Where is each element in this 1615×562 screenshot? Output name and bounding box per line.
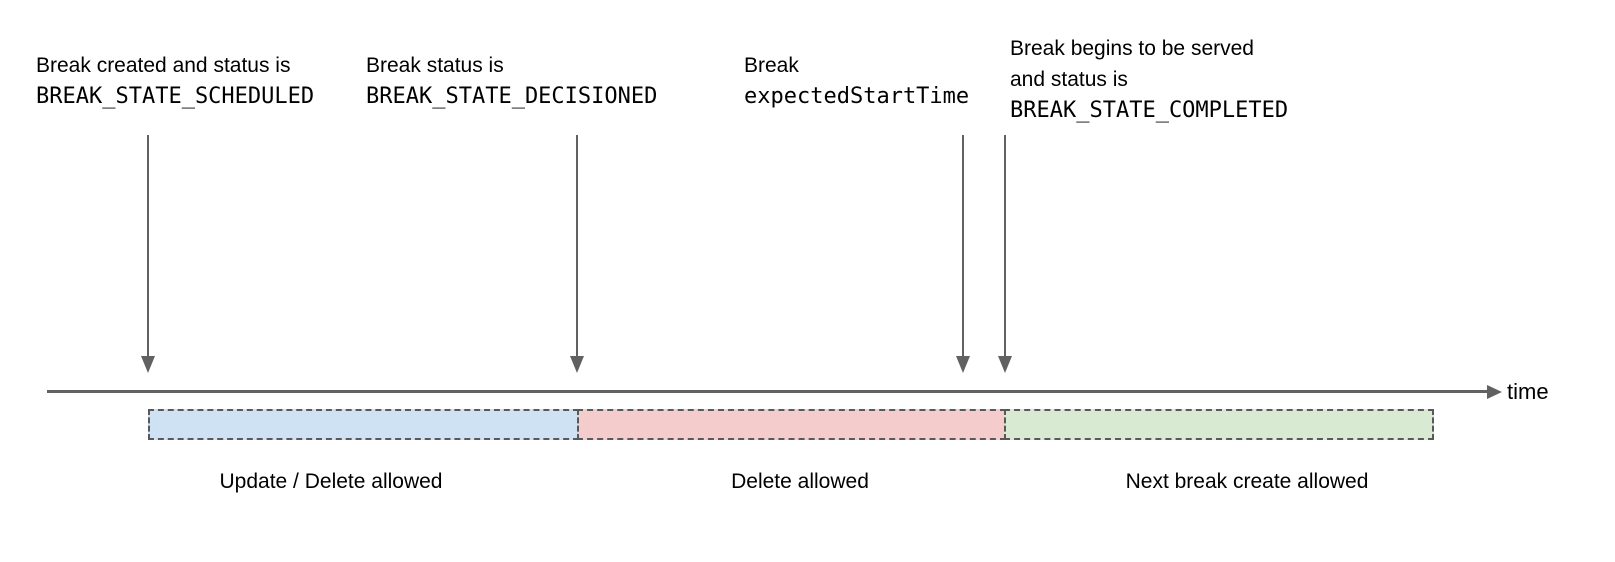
annotation-text: Break (744, 54, 799, 77)
annotation-scheduled: Break created and status is BREAK_STATE_… (36, 50, 314, 112)
annotation-text: Break created and status is (36, 54, 291, 77)
arrow-down-expected-start-icon (962, 135, 964, 356)
time-axis-line (47, 384, 1502, 399)
annotation-text: Break begins to be served (1010, 37, 1254, 60)
time-axis-label: time (1507, 379, 1549, 404)
annotation-code: BREAK_STATE_DECISIONED (366, 84, 658, 109)
segment-next-break-create-allowed (1004, 409, 1434, 440)
segment-delete-allowed (577, 409, 1006, 440)
time-axis-arrowhead-icon (1487, 384, 1502, 399)
arrow-down-scheduled-icon (147, 135, 149, 356)
annotation-code: BREAK_STATE_COMPLETED (1010, 98, 1289, 123)
arrow-down-completed-icon (1004, 135, 1006, 356)
annotation-completed: Break begins to be served and status is … (1010, 33, 1288, 126)
annotation-expected-start: Break expectedStartTime (744, 50, 969, 112)
segment-update-delete-allowed (148, 409, 579, 440)
annotation-text: and status is (1010, 68, 1128, 91)
annotation-decisioned: Break status is BREAK_STATE_DECISIONED (366, 50, 657, 112)
segment-label-update-delete: Update / Delete allowed (219, 470, 443, 493)
annotation-code: expectedStartTime (744, 84, 970, 109)
segment-label-delete: Delete allowed (731, 470, 869, 493)
annotation-code: BREAK_STATE_SCHEDULED (36, 84, 315, 109)
segment-label-next-break: Next break create allowed (1125, 470, 1369, 493)
annotation-text: Break status is (366, 54, 504, 77)
arrow-down-decisioned-icon (576, 135, 578, 356)
